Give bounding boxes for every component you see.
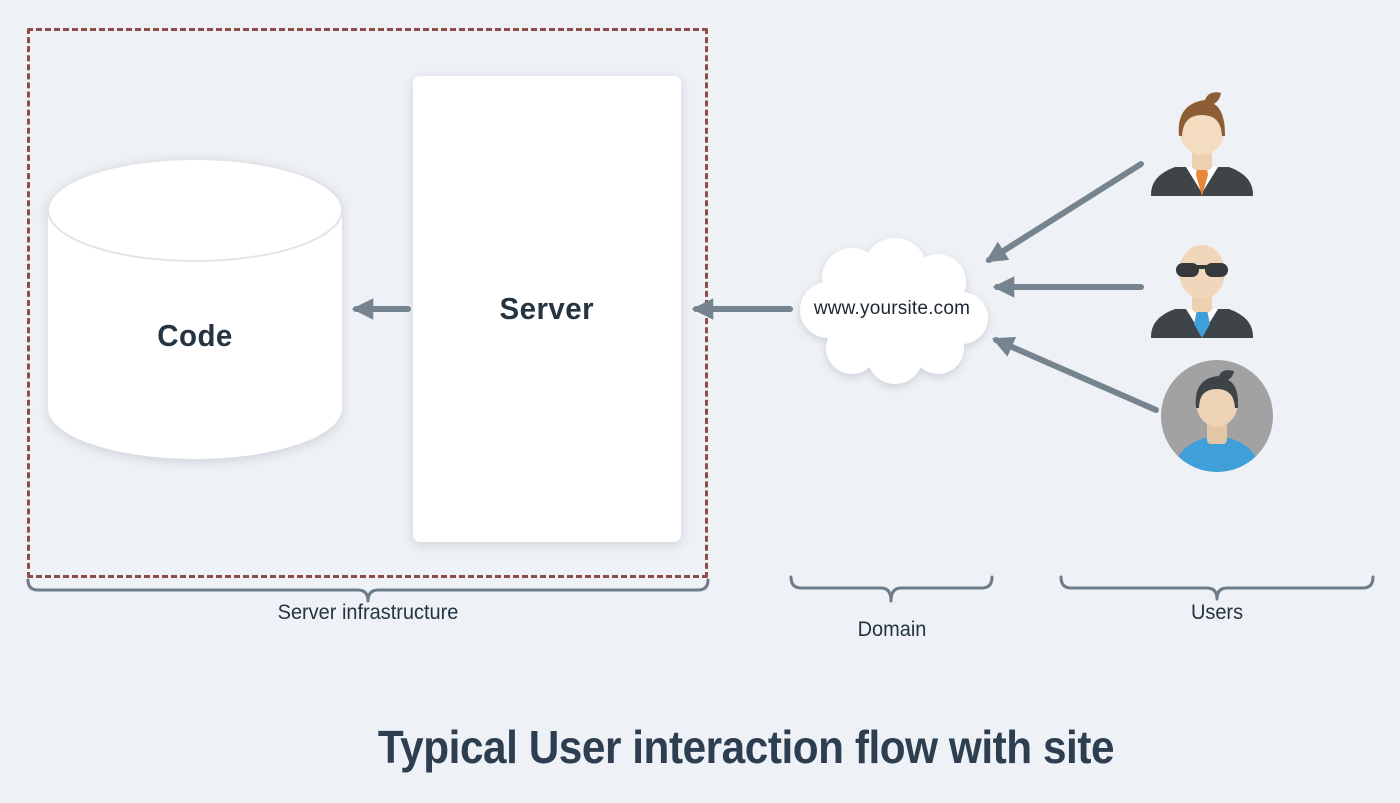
users-group-label: Users bbox=[1190, 601, 1244, 624]
agent-avatar-icon bbox=[1150, 245, 1254, 338]
businessman-avatar-icon bbox=[1150, 92, 1254, 196]
arrow-user3-to-domain bbox=[992, 337, 1159, 413]
code-node-label: Code bbox=[157, 318, 233, 353]
database-cylinder-icon bbox=[47, 158, 343, 459]
users-brace bbox=[1059, 575, 1375, 601]
server-infrastructure-brace bbox=[26, 578, 710, 603]
server-infrastructure-group-label: Server infrastructure bbox=[277, 601, 459, 624]
domain-brace bbox=[789, 575, 994, 603]
server-node-label: Server bbox=[499, 291, 595, 326]
arrow-user1-to-domain bbox=[985, 161, 1144, 263]
casual-user-avatar-icon bbox=[1161, 360, 1273, 472]
domain-group-label: Domain bbox=[857, 618, 927, 641]
cloud-icon bbox=[800, 238, 988, 384]
server-node: Server bbox=[413, 76, 681, 542]
domain-node-label: www.yoursite.com bbox=[813, 298, 971, 319]
diagram-title: Typical User interaction flow with site bbox=[377, 721, 1115, 773]
